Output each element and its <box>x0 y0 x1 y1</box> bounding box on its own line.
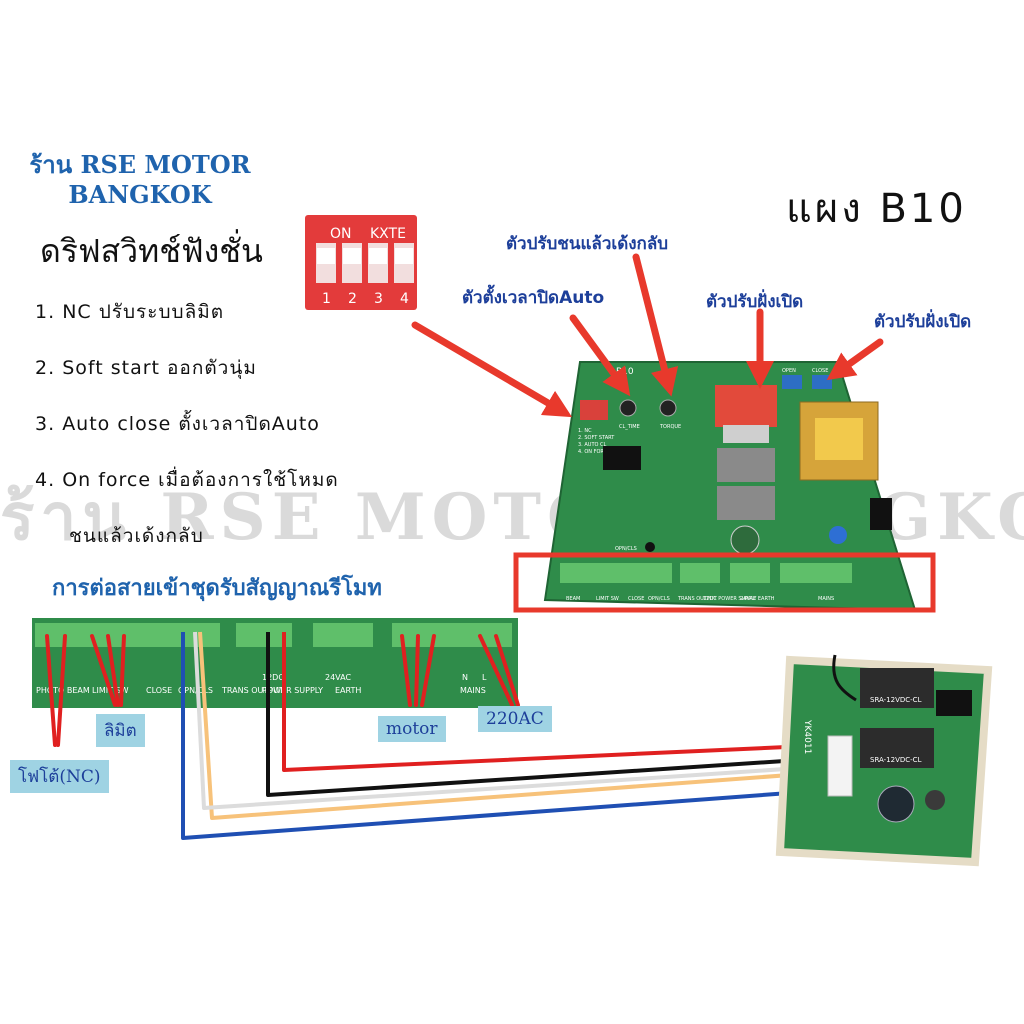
function-item-3: 3. Auto close ตั้งเวลาปิดAuto <box>35 404 455 460</box>
cl-time-label: CL_TIME <box>619 424 640 430</box>
tag-220ac: 220AC <box>478 706 552 732</box>
tag-motor: motor <box>378 716 446 742</box>
function-text-3: Auto close ตั้งเวลาปิดAuto <box>62 413 320 435</box>
dip-num-2: 2 <box>348 291 357 307</box>
function-item-4: 4. On force เมื่อต้องการใช้โหมด <box>35 460 455 516</box>
relay-label-1: SRA-12VDC-CL <box>870 696 922 704</box>
function-num-3: 3. <box>35 413 56 435</box>
control-board-b10: B10 1. NC 2. SOFT START 3. AUTO CL 4. ON… <box>543 361 917 612</box>
opn-cls-button <box>645 542 655 552</box>
function-text-1: NC ปรับระบบลิมิต <box>62 301 225 323</box>
dip-num-1: 1 <box>322 291 331 307</box>
shop-name-line2: BANGKOK <box>68 180 212 209</box>
board-switch-label-1: 1. NC <box>578 428 592 434</box>
function-num-1: 1. <box>35 301 56 323</box>
dip-num-4: 4 <box>400 291 409 307</box>
board-switch-label-2: 2. SOFT START <box>578 435 615 441</box>
board-switch-label-4: 4. ON FORCE <box>578 449 610 455</box>
ic-chip <box>603 446 641 470</box>
callout-open-adjust-1: ตัวปรับฝั่งเปิด <box>706 292 804 312</box>
receiver-board: SRA-12VDC-CL SRA-12VDC-CL YK4011 <box>775 654 993 867</box>
term-power-supply: POWER SUPPLY <box>262 686 323 695</box>
function-num-4: 4. <box>35 469 56 491</box>
torque-pot <box>659 399 677 417</box>
receiver-capacitor <box>877 785 915 823</box>
arrow-dip <box>411 321 573 418</box>
receiver-relay-1 <box>860 668 934 708</box>
function-item-1: 1. NC ปรับระบบลิมิต <box>35 292 455 348</box>
term-24vac: 24VAC <box>325 673 351 682</box>
dip-brand-label: KXTE <box>370 226 406 242</box>
opn-cls-button-label: OPN/CLS <box>615 546 637 552</box>
cl-time-pot <box>619 399 637 417</box>
callout-auto-timer: ตัวตั้งเวลาปิดAuto <box>462 288 605 308</box>
term-12dc: 12DC <box>262 673 284 682</box>
board-term-24vac: 24VAC EARTH <box>740 596 775 602</box>
callout-open-adjust-2: ตัวปรับฝั่งเปิด <box>874 312 972 332</box>
callout-bounce-adjust: ตัวปรับชนแล้วเด้งกลับ <box>506 234 669 254</box>
relay-label-2: SRA-12VDC-CL <box>870 756 922 764</box>
board-term-limit: LIMIT SW <box>596 596 619 602</box>
term-trans-output: TRANS OUTPUT <box>221 686 284 695</box>
relay-2 <box>717 486 775 520</box>
callout-arrows <box>411 253 884 418</box>
board-relay-red <box>715 385 777 427</box>
relay-1 <box>717 448 775 482</box>
board-term-close: CLOSE <box>628 596 644 602</box>
tag-photo-nc: โฟโต้(NC) <box>10 760 109 793</box>
arrow-bounce <box>632 253 679 397</box>
function-num-2: 2. <box>35 357 56 379</box>
function-list: 1. NC ปรับระบบลิมิต 2. Soft start ออกตัว… <box>35 292 455 572</box>
shop-name: ร้าน RSE MOTOR BANGKOK <box>20 150 260 210</box>
power-switch <box>870 498 892 530</box>
torque-label: TORQUE <box>659 424 681 430</box>
board-term-12dc: 12DC POWER SUPPLY <box>703 596 757 602</box>
receiver-relay-2 <box>860 728 934 768</box>
terminal-highlight-box <box>513 552 936 613</box>
board-switch-label-3: 3. AUTO CL <box>578 442 607 448</box>
board-term-beam: BEAM <box>566 596 580 602</box>
board-terminal-strip <box>560 563 852 583</box>
shop-name-line1: ร้าน RSE MOTOR <box>29 150 251 179</box>
arrow-auto-timer <box>569 314 631 397</box>
board-dip-switch <box>580 400 608 420</box>
wiring-heading: การต่อสายเข้าชุดรับสัญญาณรีโมท <box>52 576 382 601</box>
function-text-4: On force เมื่อต้องการใช้โหมด <box>62 469 339 491</box>
arrow-open-2 <box>826 338 884 381</box>
function-item-2: 2. Soft start ออกตัวนุ่ม <box>35 348 455 404</box>
receiver-wires <box>181 631 831 840</box>
dip-switch-closeup: ON KXTE 1 2 3 4 <box>305 215 417 310</box>
term-l: L <box>482 673 487 682</box>
close-trim-label: CLOSE <box>812 368 828 374</box>
receiver-model-label: YK4011 <box>802 719 812 754</box>
dip-switch-heading: ดริฟสวิทช์ฟังชั่น <box>40 232 263 270</box>
receiver-connector <box>827 735 853 797</box>
board-term-trans: TRANS OUTPUT <box>677 596 718 602</box>
board-term-opncls: OPN/CLS <box>648 596 670 602</box>
board-term-mains: MAINS <box>818 596 834 602</box>
terminal-red-wires <box>45 634 520 747</box>
open-trim-label: OPEN <box>782 368 796 374</box>
dip-num-3: 3 <box>374 291 383 307</box>
receiver-chip <box>936 690 972 716</box>
function-item-4-cont: ชนแล้วเด้งกลับ <box>69 525 204 547</box>
function-text-2: Soft start ออกตัวนุ่ม <box>62 357 257 379</box>
term-opn-cls: OPN/CLS <box>178 686 213 695</box>
tag-limit: ลิมิต <box>96 714 145 747</box>
dip-on-label: ON <box>330 226 352 242</box>
antenna-wire <box>832 654 857 702</box>
term-n: N <box>462 673 468 682</box>
board-title: แผง B10 <box>786 186 967 232</box>
term-close: CLOSE <box>146 686 172 695</box>
terminal-closeup: PHOTO BEAM LIMIT SW CLOSE OPN/CLS TRANS … <box>32 618 518 708</box>
term-earth: EARTH <box>335 686 361 695</box>
term-mains: MAINS <box>460 686 486 695</box>
